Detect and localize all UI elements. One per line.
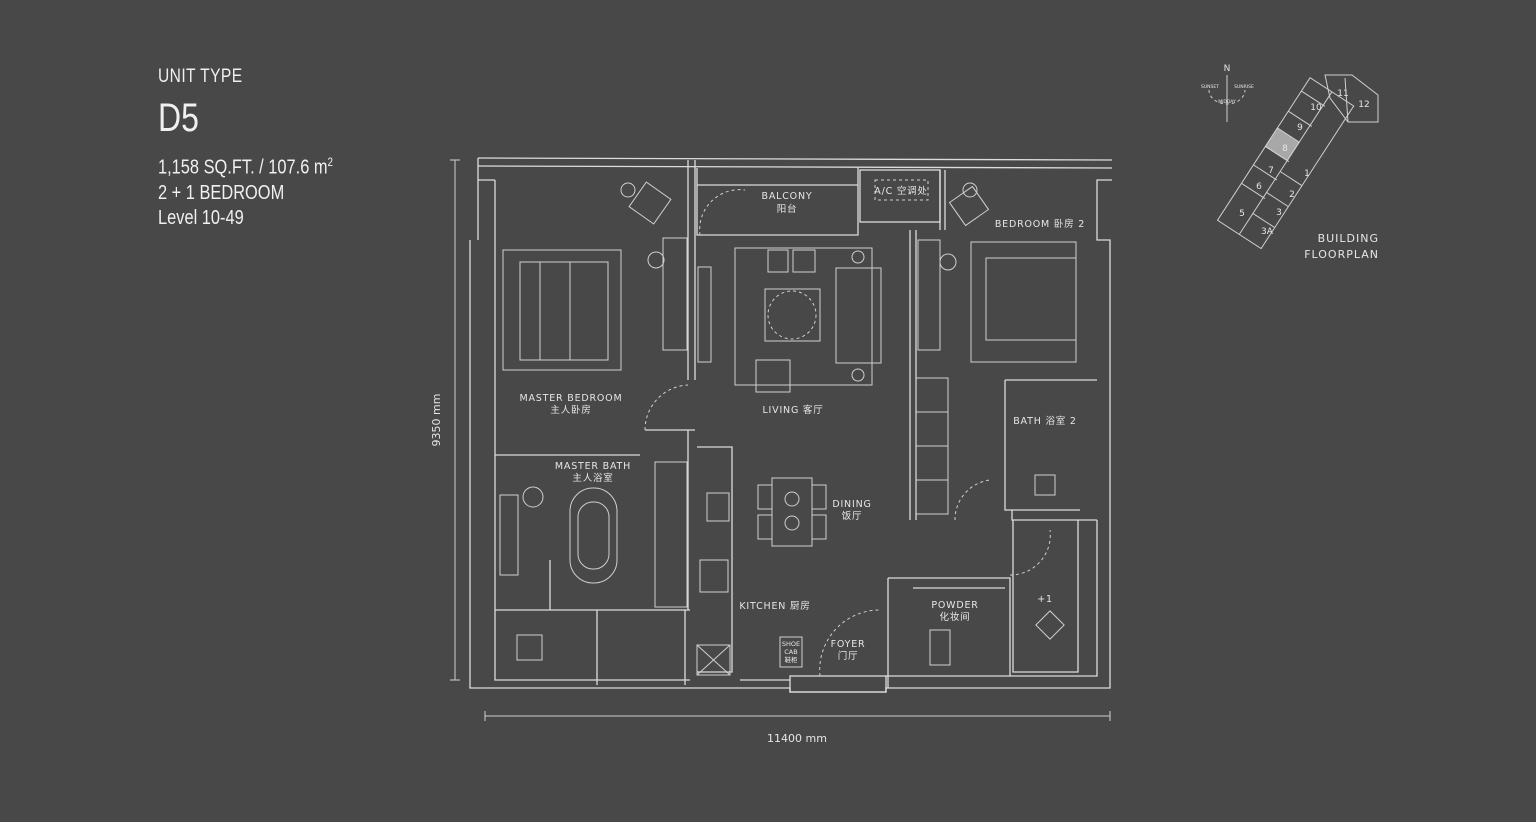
dimension-horizontal: 11400 mm xyxy=(484,711,1111,745)
dimension-vertical: 9350 mm xyxy=(430,159,460,681)
building-floorplan-title-1: BUILDING xyxy=(1318,232,1379,245)
unit-9: 9 xyxy=(1297,123,1303,133)
unit-7: 7 xyxy=(1268,166,1274,176)
height-dimension-label: 9350 mm xyxy=(430,394,443,447)
ac-label: A/C 空调处 xyxy=(874,185,927,197)
unit-1: 1 xyxy=(1304,169,1310,179)
area-unit-sup: 2 xyxy=(327,155,334,169)
master-bedroom-label-cn: 主人卧房 xyxy=(550,404,591,416)
building-floorplan-title-2: FLOORPLAN xyxy=(1304,248,1379,261)
master-bath-label: MASTER BATH xyxy=(555,461,631,472)
powder-label-cn: 化妆间 xyxy=(940,611,971,623)
master-bath-label-cn: 主人浴室 xyxy=(572,472,613,484)
bathtub xyxy=(569,487,618,584)
plus-one-label: +1 xyxy=(1037,594,1053,605)
dining-label: DINING xyxy=(832,499,871,510)
unit-2: 2 xyxy=(1289,190,1295,200)
master-bed xyxy=(502,249,622,371)
powder-label: POWDER xyxy=(931,600,978,611)
master-desk xyxy=(662,237,688,351)
outer-walls xyxy=(469,157,1113,693)
area-text: 1,158 SQ.FT. / 107.6 m xyxy=(158,156,328,179)
unit-5: 5 xyxy=(1239,209,1245,219)
unit-bedrooms: 2 + 1 BEDROOM xyxy=(158,181,285,204)
unit-11: 11 xyxy=(1337,89,1348,99)
sunrise-label: SUNRISE xyxy=(1234,84,1254,90)
unit-levels: Level 10-49 xyxy=(158,206,244,229)
unit-12: 12 xyxy=(1358,100,1369,110)
kitchen-label: KITCHEN 厨房 xyxy=(739,600,810,612)
sofa xyxy=(835,267,882,364)
north-label: N xyxy=(1224,64,1231,74)
unit-3: 3 xyxy=(1276,208,1282,218)
dining-label-cn: 饭厅 xyxy=(842,510,863,522)
unit-3a: 3A xyxy=(1261,227,1274,237)
unit-info: UNIT TYPE D5 1,158 SQ.FT. / 107.6 m2 2 +… xyxy=(158,66,371,231)
master-wardrobe xyxy=(654,461,688,608)
living-rug xyxy=(734,247,873,386)
unit-10: 10 xyxy=(1310,103,1322,113)
shoe-cab-label-2: CAB xyxy=(784,648,797,656)
master-bedroom-label: MASTER BEDROOM xyxy=(520,393,623,404)
balcony-label-cn: 阳台 xyxy=(777,203,798,215)
unit-area: 1,158 SQ.FT. / 107.6 m2 xyxy=(158,150,333,181)
bed-2 xyxy=(970,241,1077,363)
width-dimension-label: 11400 mm xyxy=(767,732,827,745)
foyer-label-cn: 门厅 xyxy=(838,650,859,662)
room-labels: BALCONY 阳台 A/C 空调处 BEDROOM 卧房 2 MASTER B… xyxy=(520,179,1085,668)
unit-code: D5 xyxy=(158,96,199,140)
foyer-label: FOYER xyxy=(831,639,866,650)
sunset-label: SUNSET xyxy=(1201,84,1219,90)
furniture xyxy=(499,181,1077,677)
building-key-plan: N SUNSET SUNRISE MIDDAY 10 11 12 9 8 7 1… xyxy=(1201,64,1379,261)
midday-label: MIDDAY xyxy=(1218,99,1236,105)
bedroom2-label: BEDROOM 卧房 2 xyxy=(995,218,1085,230)
shoe-cab-label-1: SHOE xyxy=(782,640,800,648)
unit-8-highlighted: 8 xyxy=(1282,144,1288,154)
compass: N SUNSET SUNRISE MIDDAY xyxy=(1201,64,1254,122)
dining-table xyxy=(771,477,813,547)
bath2-label: BATH 浴室 2 xyxy=(1013,415,1077,427)
balcony-label: BALCONY xyxy=(762,191,813,202)
shoe-cab-label-cn: 鞋柜 xyxy=(785,655,799,664)
interior-walls xyxy=(495,160,1097,688)
living-label: LIVING 客厅 xyxy=(762,404,823,416)
unit-type-label: UNIT TYPE xyxy=(158,66,243,87)
unit-6: 6 xyxy=(1256,182,1262,192)
